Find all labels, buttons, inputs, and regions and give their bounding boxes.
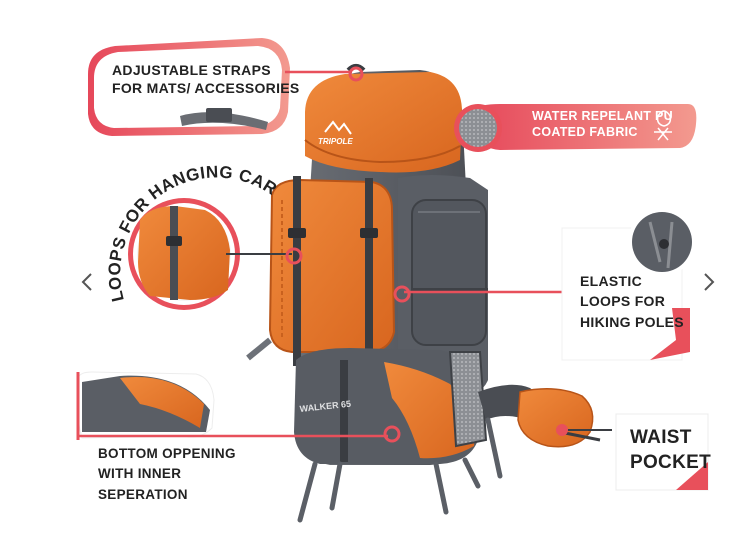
next-image-button[interactable] bbox=[700, 268, 718, 296]
callout-bottom-line-3: SEPERATION bbox=[98, 486, 188, 502]
brand-logo: TRIPOLE bbox=[318, 137, 353, 146]
callout-straps bbox=[88, 38, 364, 136]
callout-bottom bbox=[76, 371, 401, 443]
callout-poles bbox=[393, 208, 696, 361]
callout-poles-line-1: ELASTIC bbox=[580, 273, 642, 289]
callout-waist-line-2: POCKET bbox=[630, 451, 711, 473]
previous-image-button[interactable] bbox=[78, 268, 96, 296]
callout-bottom-line-2: WITH INNER bbox=[98, 466, 182, 482]
callout-bottom-text: BOTTOM OPPENING WITH INNER SEPERATION bbox=[98, 444, 236, 505]
callout-straps-text: ADJUSTABLE STRAPS FOR MATS/ ACCESSORIES bbox=[112, 62, 300, 97]
callout-waist-text: WAIST POCKET bbox=[630, 426, 711, 475]
callout-waist-line-1: WAIST bbox=[630, 427, 692, 448]
callout-poles-line-3: HIKING POLES bbox=[580, 313, 684, 330]
callout-straps-line-2: FOR MATS/ ACCESSORIES bbox=[112, 79, 300, 96]
callout-fabric-line-2: COATED FABRIC bbox=[532, 124, 638, 139]
callout-fabric-text: WATER REPELANT PU COATED FABRIC bbox=[532, 109, 673, 140]
callout-fabric-line-1: WATER REPELANT PU bbox=[532, 109, 673, 123]
callout-carabiners-label: LOOPS FOR HANGING CARABINERS bbox=[60, 150, 280, 303]
callout-bottom-line-1: BOTTOM OPPENING bbox=[98, 446, 236, 461]
callout-straps-line-1: ADJUSTABLE STRAPS bbox=[112, 62, 271, 78]
callout-carabiners bbox=[128, 198, 303, 310]
chevron-left-icon bbox=[81, 273, 92, 291]
callout-fabric bbox=[454, 104, 697, 152]
callout-poles-line-2: LOOPS FOR bbox=[580, 293, 666, 310]
chevron-right-icon bbox=[704, 273, 715, 291]
callout-waist bbox=[556, 413, 709, 491]
callout-poles-text: ELASTIC LOOPS FOR HIKING POLES bbox=[580, 271, 684, 332]
